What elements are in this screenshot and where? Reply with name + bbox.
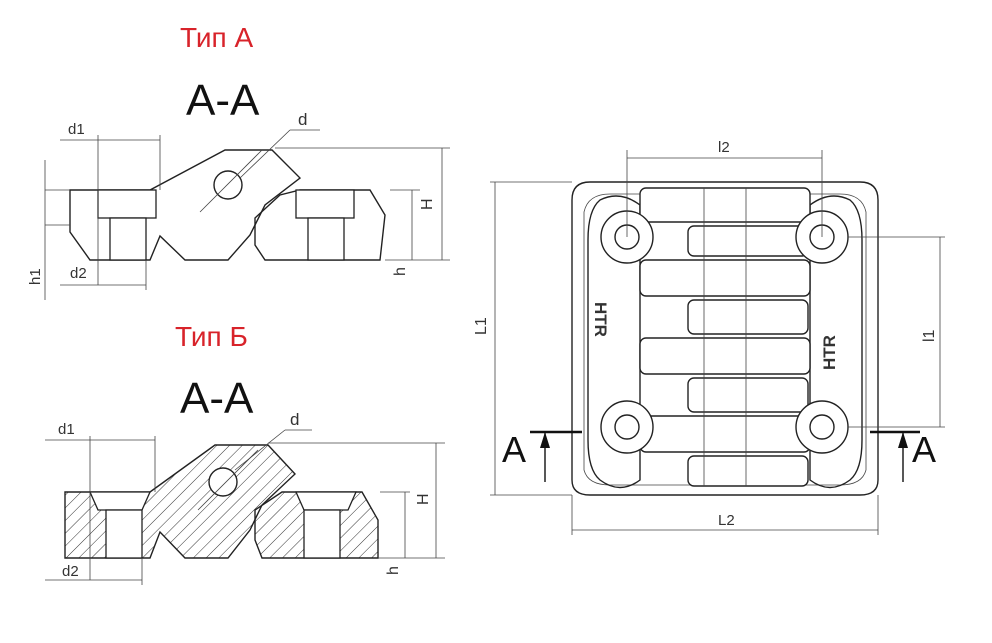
type-a-dim-d: d bbox=[298, 110, 307, 129]
type-a-dim-h1: h1 bbox=[27, 268, 44, 285]
plan-dim-l2: l2 bbox=[718, 139, 730, 156]
logo-right: HTR bbox=[820, 335, 839, 370]
type-b-dim-d: d bbox=[290, 410, 299, 429]
section-mark-right: A bbox=[912, 429, 936, 470]
type-b-section-view bbox=[45, 429, 445, 585]
type-b-dim-d1: d1 bbox=[58, 421, 75, 438]
plan-view bbox=[490, 150, 945, 535]
type-a-dim-H: H bbox=[419, 198, 436, 210]
type-b-title: Тип Б bbox=[175, 321, 248, 352]
type-a-dim-h: h bbox=[392, 267, 409, 276]
type-b-dim-h: h bbox=[385, 566, 402, 575]
section-mark-left: A bbox=[502, 429, 526, 470]
type-a-section-label: А-А bbox=[186, 76, 260, 125]
plan-dim-L2: L2 bbox=[718, 512, 735, 529]
type-a-section-view bbox=[44, 129, 450, 300]
type-a-dim-d1: d1 bbox=[68, 121, 85, 138]
logo-left: HTR bbox=[591, 302, 610, 337]
plan-dim-L1: L1 bbox=[473, 317, 490, 335]
type-b-section-label: А-А bbox=[180, 374, 254, 423]
type-b-dim-H: H bbox=[415, 493, 432, 505]
type-a-title: Тип А bbox=[180, 22, 253, 53]
plan-dim-l1: l1 bbox=[921, 329, 938, 342]
type-a-dim-d2: d2 bbox=[70, 265, 87, 282]
type-b-dim-d2: d2 bbox=[62, 563, 79, 580]
